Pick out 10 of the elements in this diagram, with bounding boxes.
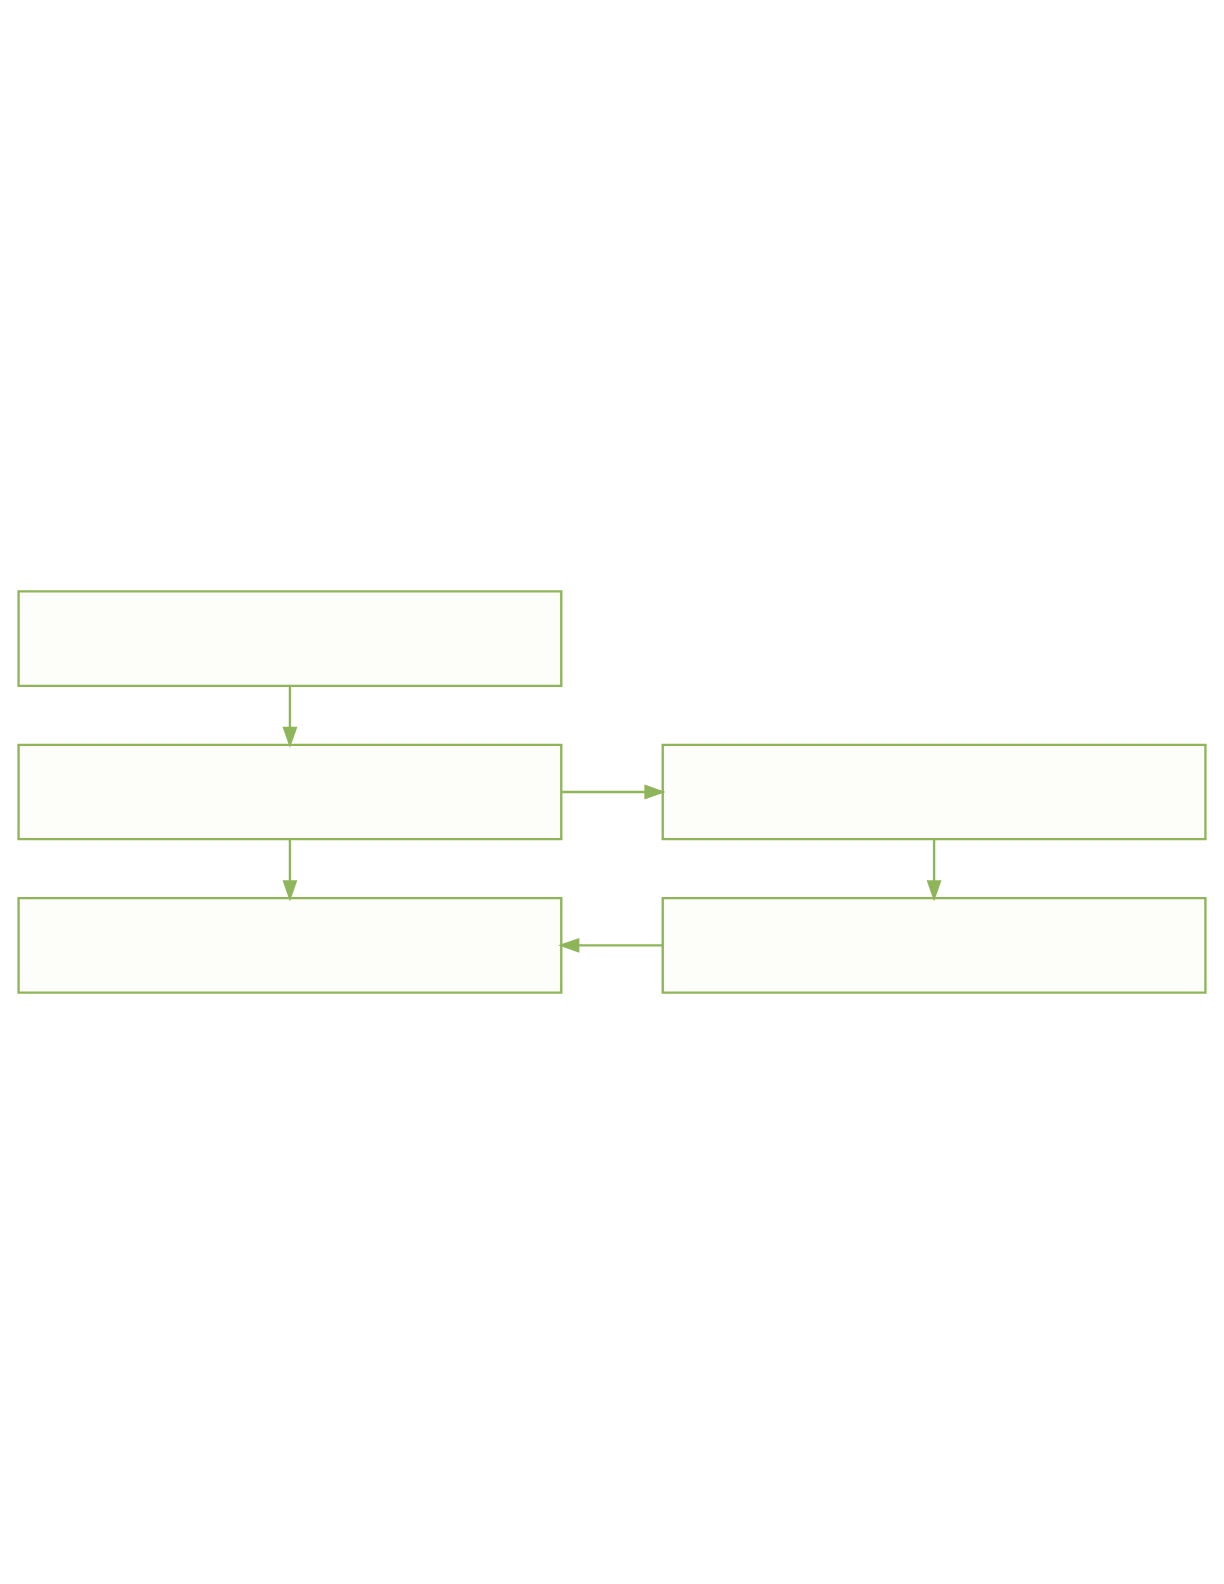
arrow xyxy=(282,686,298,749)
node-box xyxy=(17,897,563,994)
node-box xyxy=(661,897,1207,994)
node-box xyxy=(17,590,563,687)
arrow xyxy=(282,839,298,902)
arrow xyxy=(561,784,666,800)
arrow xyxy=(926,839,942,902)
node-box xyxy=(17,743,563,841)
arrow xyxy=(558,937,663,953)
node-box xyxy=(661,743,1207,841)
